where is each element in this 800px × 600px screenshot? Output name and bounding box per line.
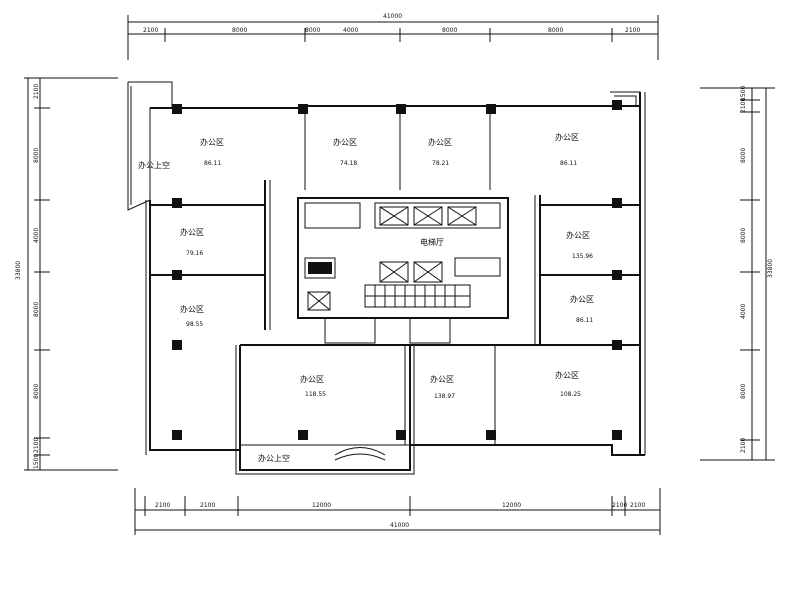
bottom-dim-segment: 12000 [502,502,521,509]
top-dimension-line: 41000 2100 8000 8000 4000 8000 8000 2100 [127,13,659,60]
right-dim-segment: 2100 [740,438,747,453]
room-label: 办公区 [180,227,204,237]
room-area: 86.11 [576,317,593,324]
bottom-dim-segment: 2100 [200,502,215,509]
room-area: 118.55 [305,391,326,398]
room-area: 74.18 [340,160,357,167]
room-area: 98.55 [186,321,203,328]
terrace-label: 办公上空 [138,160,170,170]
bottom-total-dim: 41000 [390,522,409,529]
top-dim-segment: 2100 [143,27,158,34]
room-label: 办公区 [555,370,579,380]
right-dim-segment: 2100 [740,98,747,113]
outer-walls [127,81,646,475]
top-dim-segment: 8000 [232,27,247,34]
room-label: 办公区 [333,137,357,147]
right-dim-segment: 4000 [740,304,747,319]
room-area: 79.16 [186,250,203,257]
room-label: 办公区 [428,137,452,147]
left-dim-segment: 2100 [33,438,40,453]
room-label: 办公区 [570,294,594,304]
right-total-dim: 33800 [767,259,774,278]
room-area: 86.11 [204,160,221,167]
top-dim-segment: 2100 [625,27,640,34]
room-label: 办公区 [180,304,204,314]
left-dim-segment: 8000 [33,302,40,317]
room-label: 办公区 [300,374,324,384]
bottom-dim-segment: 12000 [312,502,331,509]
top-dim-segment: 8000 [442,27,457,34]
elevator-hall-label: 电梯厅 [420,237,444,247]
top-dim-segment: 8000 [548,27,563,34]
room-area: 78.21 [432,160,449,167]
right-dim-segment: 8000 [740,148,747,163]
room-label: 办公区 [555,132,579,142]
left-dim-segment: 8000 [33,148,40,163]
room-area: 108.25 [560,391,581,398]
elevator-shafts [307,206,477,311]
interior-partitions [150,108,640,445]
terrace-label: 办公上空 [258,453,290,463]
top-dim-segment: 4000 [343,27,358,34]
room-label: 办公区 [200,137,224,147]
left-dim-segment: 1500 [33,454,40,469]
room-label: 办公区 [566,230,590,240]
right-dim-segment: 8000 [740,228,747,243]
left-dim-segment: 2100 [33,84,40,99]
right-dim-segment: 8000 [740,384,747,399]
room-labels: 办公区 86.11 办公区 74.18 办公区 78.21 办公区 86.11 … [138,132,594,463]
room-area: 135.96 [572,253,593,260]
top-dim-segment: 8000 [305,27,320,34]
room-label: 办公区 [430,374,454,384]
stair [364,284,471,308]
room-area: 86.11 [560,160,577,167]
right-dim-segment: 1500 [740,86,747,101]
left-total-dim: 33800 [15,261,22,280]
left-dimension-line: 33800 2100 8000 4000 8000 8000 2100 1500 [15,77,118,471]
bottom-dim-segment: 2100 [630,502,645,509]
bottom-dim-segment: 2100 [155,502,170,509]
building-core: 电梯厅 [297,197,509,344]
left-dim-segment: 8000 [33,384,40,399]
room-area: 138.97 [434,393,455,400]
bottom-dimension-line: 2100 2100 12000 12000 2100 2100 41000 [134,488,661,535]
bottom-dim-segment: 2100 [612,502,627,509]
right-dimension-line: 33800 1500 2100 8000 8000 4000 8000 2100 [700,86,775,461]
left-dim-segment: 4000 [33,228,40,243]
top-total-dim: 41000 [383,13,402,20]
structural-columns [172,100,622,440]
